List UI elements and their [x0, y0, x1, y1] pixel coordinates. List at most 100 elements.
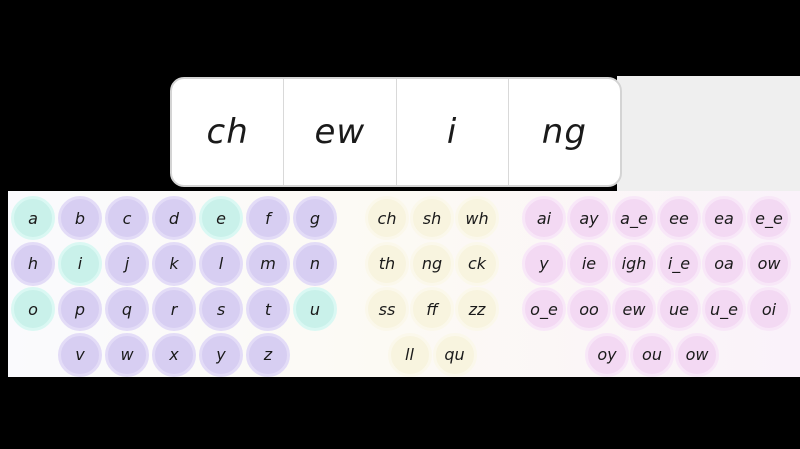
tile-label: ay: [579, 208, 599, 228]
tile-j[interactable]: j: [105, 241, 149, 286]
tile-igh[interactable]: igh: [612, 241, 656, 286]
tile-label: y: [539, 254, 549, 273]
tile-label: th: [378, 254, 396, 273]
tile-label: n: [309, 254, 321, 273]
tile-q[interactable]: q: [105, 287, 149, 331]
tile-label: o_e: [530, 299, 558, 319]
tile-ff[interactable]: ff: [410, 287, 454, 331]
tile-ss[interactable]: ss: [365, 287, 409, 331]
tile-z[interactable]: z: [246, 332, 290, 377]
tile-g[interactable]: g: [293, 196, 337, 240]
tile-ou[interactable]: ou: [630, 332, 674, 377]
tile-ew[interactable]: ew: [612, 287, 656, 331]
tile-label: ll: [405, 345, 414, 364]
tile-oa[interactable]: oa: [702, 241, 746, 286]
tile-label: m: [260, 254, 276, 273]
tile-oi[interactable]: oi: [747, 287, 791, 331]
tile-label: oa: [714, 254, 734, 273]
tile-label: ew: [622, 299, 646, 319]
tile-o[interactable]: o: [11, 287, 55, 331]
tile-l[interactable]: l: [199, 241, 243, 286]
tile-label: i_e: [667, 254, 691, 273]
tile-ch[interactable]: ch: [365, 196, 409, 240]
tile-th[interactable]: th: [365, 241, 409, 286]
tile-i_e[interactable]: i_e: [657, 241, 701, 286]
tile-label: c: [122, 208, 132, 228]
tile-label: w: [120, 345, 134, 364]
tile-s[interactable]: s: [199, 287, 243, 331]
tile-label: l: [218, 254, 224, 273]
tile-wh[interactable]: wh: [455, 196, 499, 240]
tile-b[interactable]: b: [58, 196, 102, 240]
tile-ie[interactable]: ie: [567, 241, 611, 286]
tile-label: igh: [621, 254, 647, 273]
tile-ng[interactable]: ng: [410, 241, 454, 286]
tile-label: oo: [579, 299, 599, 319]
tile-label: sh: [422, 208, 442, 228]
tile-ea[interactable]: ea: [702, 196, 746, 240]
tile-label: v: [75, 345, 85, 364]
tile-y[interactable]: y: [199, 332, 243, 377]
tile-w[interactable]: w: [105, 332, 149, 377]
tile-label: ee: [669, 208, 689, 228]
tile-o_e[interactable]: o_e: [522, 287, 566, 331]
tile-y[interactable]: y: [522, 241, 566, 286]
word-tray-cell-4[interactable]: ng: [507, 79, 620, 185]
tile-p[interactable]: p: [58, 287, 102, 331]
tile-label: z: [263, 345, 273, 364]
tile-e_e[interactable]: e_e: [747, 196, 791, 240]
tile-label: g: [309, 208, 321, 228]
tile-v[interactable]: v: [58, 332, 102, 377]
tile-label: qu: [444, 345, 465, 364]
tile-label: ff: [426, 299, 438, 319]
tile-label: s: [216, 299, 226, 319]
tile-ai[interactable]: ai: [522, 196, 566, 240]
tile-qu[interactable]: qu: [432, 332, 477, 377]
tile-h[interactable]: h: [11, 241, 55, 286]
tile-ll[interactable]: ll: [387, 332, 432, 377]
tile-label: ie: [581, 254, 597, 273]
word-tray-letter: ng: [541, 112, 587, 152]
word-tray-cell-1[interactable]: ch: [172, 79, 283, 185]
tile-label: r: [170, 299, 178, 319]
tile-ee[interactable]: ee: [657, 196, 701, 240]
tile-n[interactable]: n: [293, 241, 337, 286]
tile-ow[interactable]: ow: [675, 332, 719, 377]
tile-ue[interactable]: ue: [657, 287, 701, 331]
tile-label: ow: [685, 345, 709, 364]
word-tray-cell-2[interactable]: ew: [283, 79, 395, 185]
word-tray-letter: ch: [206, 112, 249, 152]
tile-label: o: [28, 299, 38, 319]
tile-t[interactable]: t: [246, 287, 290, 331]
tile-x[interactable]: x: [152, 332, 196, 377]
tile-u[interactable]: u: [293, 287, 337, 331]
tile-sh[interactable]: sh: [410, 196, 454, 240]
tile-k[interactable]: k: [152, 241, 196, 286]
tile-zz[interactable]: zz: [455, 287, 499, 331]
tile-label: q: [121, 299, 133, 319]
tile-a_e[interactable]: a_e: [612, 196, 656, 240]
tile-c[interactable]: c: [105, 196, 149, 240]
tile-label: a: [28, 208, 38, 228]
tile-label: b: [74, 208, 86, 228]
tile-r[interactable]: r: [152, 287, 196, 331]
word-tray-cell-3[interactable]: i: [395, 79, 508, 185]
tile-label: a_e: [620, 208, 648, 228]
tile-label: ch: [377, 208, 397, 228]
tile-oo[interactable]: oo: [567, 287, 611, 331]
tile-e[interactable]: e: [199, 196, 243, 240]
tile-label: ou: [642, 345, 662, 364]
tile-a[interactable]: a: [11, 196, 55, 240]
tile-u_e[interactable]: u_e: [702, 287, 746, 331]
tile-i[interactable]: i: [58, 241, 102, 286]
tile-ck[interactable]: ck: [455, 241, 499, 286]
tile-ow[interactable]: ow: [747, 241, 791, 286]
tile-oy[interactable]: oy: [585, 332, 629, 377]
tile-label: u: [309, 299, 321, 319]
tile-f[interactable]: f: [246, 196, 290, 240]
tile-label: wh: [465, 208, 489, 228]
tile-ay[interactable]: ay: [567, 196, 611, 240]
tile-m[interactable]: m: [246, 241, 290, 286]
tile-d[interactable]: d: [152, 196, 196, 240]
